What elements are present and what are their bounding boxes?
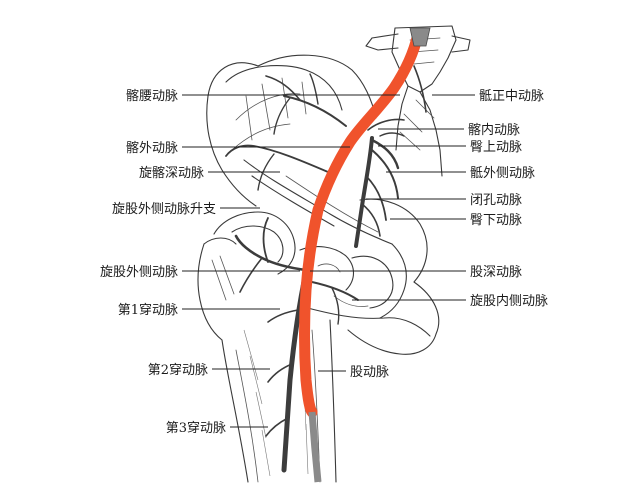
label-perforating-1: 第1穿动脉	[118, 302, 178, 318]
label-deep-femoral: 股深动脉	[470, 265, 522, 280]
label-internal-iliac: 髂内动脉	[468, 122, 520, 138]
pelvis-bone-drawing	[198, 26, 470, 354]
label-iliolumbar: 髂腰动脉	[126, 88, 178, 104]
label-lateral-sacral: 骶外侧动脉	[470, 166, 535, 181]
left-labels: 髂腰动脉 髂外动脉 旋髂深动脉 旋股外侧动脉升支 旋股外侧动脉 第1穿动脉 第2…	[100, 88, 226, 436]
label-lcf-ascending: 旋股外侧动脉升支	[112, 202, 216, 217]
label-femoral: 股动脉	[350, 365, 389, 380]
label-inferior-gluteal: 臀下动脉	[470, 213, 522, 228]
gray-arterial-branches	[226, 66, 426, 470]
label-deep-circumflex-iliac: 旋髂深动脉	[139, 165, 204, 181]
label-superior-gluteal: 臀上动脉	[470, 140, 522, 155]
sacral-vessel-top	[410, 28, 430, 46]
label-median-sacral: 骶正中动脉	[479, 89, 544, 104]
label-perforating-2: 第2穿动脉	[148, 362, 208, 378]
leader-lines	[182, 95, 475, 427]
label-external-iliac: 髂外动脉	[126, 140, 178, 156]
label-obturator: 闭孔动脉	[470, 193, 522, 208]
label-lateral-circumflex-femoral: 旋股外侧动脉	[100, 265, 178, 280]
highlighted-artery	[305, 28, 431, 482]
label-perforating-3: 第3穿动脉	[166, 420, 226, 436]
label-medial-circumflex-femoral: 旋股内侧动脉	[470, 293, 548, 309]
